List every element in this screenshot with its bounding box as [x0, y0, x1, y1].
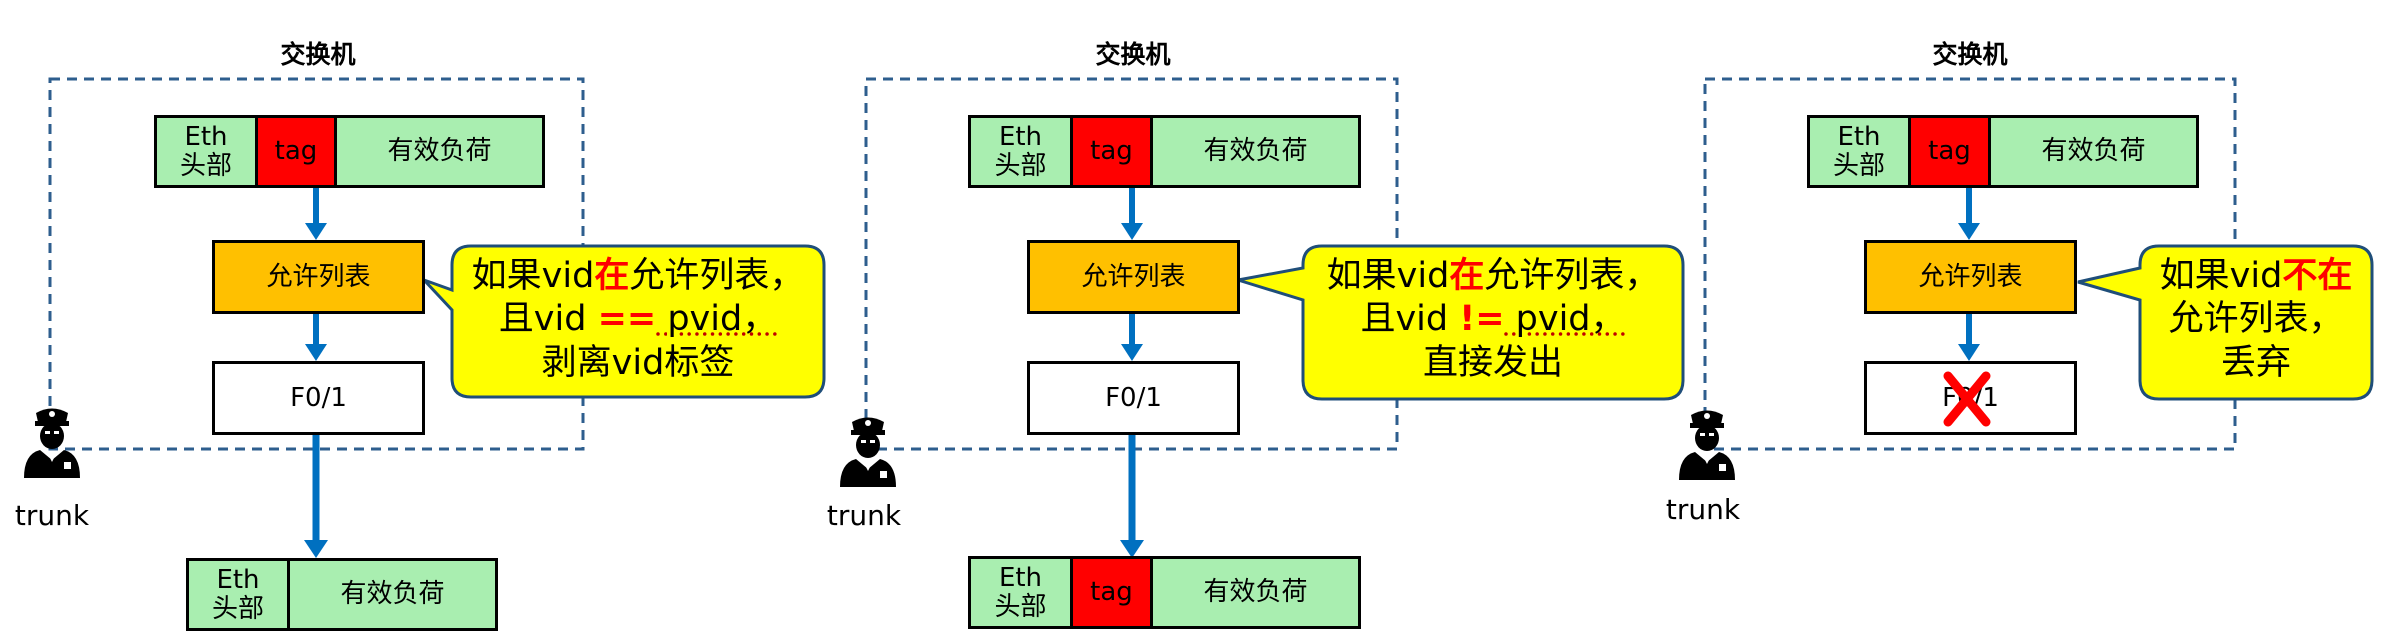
panel-1-graphics — [24, 77, 826, 558]
vlan-tag: tag — [1911, 118, 1991, 185]
eth-header: Eth 头部 — [157, 118, 258, 185]
panel-2-graphics — [840, 77, 1685, 558]
vlan-tag: tag — [1073, 118, 1153, 185]
bubble-text: 如果vid在允许列表， 且vid == pvid， 剥离vid标签 — [471, 256, 805, 383]
payload: 有效负荷 — [1991, 118, 2196, 185]
trunk-label: trunk — [14, 499, 90, 532]
switch-label: 交换机 — [280, 40, 356, 69]
vlan-tag: tag — [258, 118, 337, 185]
incoming-frame: Eth 头部 tag 有效负荷 — [154, 115, 545, 188]
outgoing-frame: Eth 头部 有效负荷 — [186, 558, 498, 631]
flow-arrows — [1958, 187, 1980, 361]
flow-arrows — [1120, 187, 1144, 558]
switch-label: 交换机 — [1095, 40, 1171, 69]
trunk-label: trunk — [826, 499, 902, 532]
port-box: F0/1 — [1864, 361, 2077, 435]
speech-bubble — [422, 244, 826, 399]
flow-arrows — [304, 187, 328, 558]
bubble-text: 如果vid不在 允许列表， 丢弃 — [2159, 256, 2353, 383]
allow-list-box: 允许列表 — [1864, 240, 2077, 314]
payload: 有效负荷 — [337, 118, 542, 185]
speech-bubble — [1237, 244, 1685, 401]
outgoing-frame: Eth 头部 tag 有效负荷 — [968, 556, 1361, 629]
eth-header: Eth 头部 — [189, 561, 290, 628]
eth-header: Eth 头部 — [1810, 118, 1911, 185]
speech-bubble — [2077, 244, 2374, 401]
red-x-icon — [1943, 371, 1991, 427]
eth-header: Eth 头部 — [971, 118, 1073, 185]
payload: 有效负荷 — [1153, 118, 1358, 185]
incoming-frame: Eth 头部 tag 有效负荷 — [1807, 115, 2199, 188]
police-officer-icon — [24, 408, 80, 478]
bubble-text: 如果vid在允许列表， 且vid != pvid， 直接发出 — [1326, 256, 1660, 383]
allow-list-box: 允许列表 — [212, 240, 425, 314]
switch-label: 交换机 — [1932, 40, 2008, 69]
eth-header: Eth 头部 — [971, 559, 1073, 626]
allow-list-box: 允许列表 — [1027, 240, 1240, 314]
port-box: F0/1 — [1027, 361, 1240, 435]
port-box: F0/1 — [212, 361, 425, 435]
vlan-tag: tag — [1073, 559, 1153, 626]
police-officer-icon — [840, 417, 896, 487]
police-officer-icon — [1679, 410, 1735, 480]
panel-3-graphics — [1679, 77, 2374, 480]
incoming-frame: Eth 头部 tag 有效负荷 — [968, 115, 1361, 188]
payload: 有效负荷 — [290, 561, 495, 628]
trunk-label: trunk — [1665, 493, 1741, 526]
payload: 有效负荷 — [1153, 559, 1358, 626]
